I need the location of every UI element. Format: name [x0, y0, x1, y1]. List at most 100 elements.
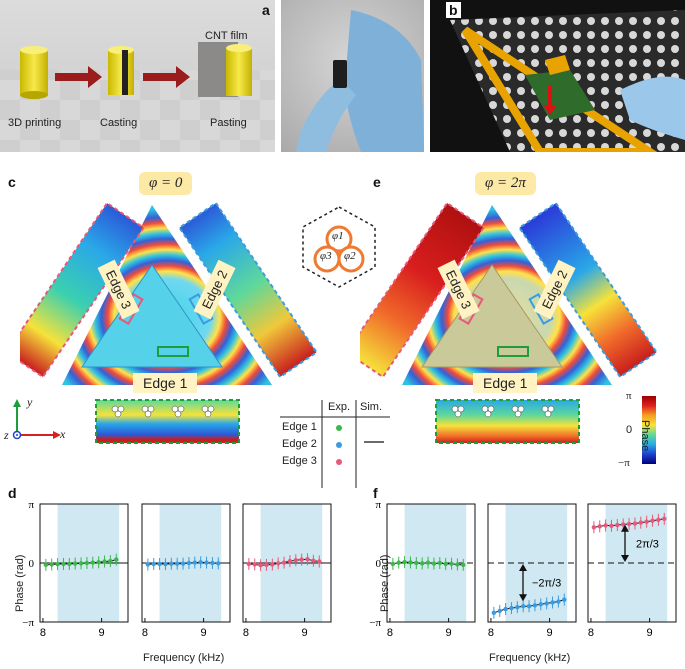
- x-tick-label: 9: [99, 627, 105, 639]
- colorbar-title: Phase: [639, 420, 651, 452]
- data-point: [264, 562, 269, 568]
- panel-label-c: c: [8, 174, 16, 190]
- data-point: [163, 561, 168, 567]
- data-point: [544, 601, 549, 606]
- legend-col-sim: Sim.: [360, 401, 382, 413]
- panel-label-e: e: [373, 174, 381, 190]
- data-point: [461, 562, 466, 568]
- data-point: [591, 525, 597, 530]
- data-point: [526, 604, 532, 609]
- data-point: [317, 559, 322, 564]
- axis-x-label: x: [60, 427, 66, 441]
- panel-e-field-maps: [360, 201, 658, 444]
- data-point: [186, 560, 192, 566]
- data-point: [621, 522, 626, 527]
- legend-row-edge1: Edge 1: [282, 421, 317, 433]
- data-point: [390, 561, 396, 567]
- xlabel-f: Frequency (kHz): [489, 652, 571, 664]
- phi1-label: φ1: [332, 230, 344, 242]
- data-point: [311, 558, 316, 563]
- legend-row-edge3: Edge 3: [282, 455, 317, 467]
- data-point: [78, 561, 84, 566]
- data-point: [73, 561, 78, 566]
- data-point: [216, 561, 221, 566]
- y-tick-label: π: [375, 499, 381, 511]
- unit-cell-diagram: [302, 206, 376, 288]
- legend-col-exp: Exp.: [328, 401, 351, 413]
- data-point: [503, 606, 508, 612]
- panel-label-a: a: [262, 2, 270, 18]
- xlabel-d: Frequency (kHz): [143, 652, 225, 664]
- fabrication-steps-illustration: [0, 42, 275, 152]
- x-tick-label: 9: [647, 627, 653, 639]
- data-point: [270, 562, 275, 567]
- data-point: [550, 600, 555, 605]
- data-point: [396, 560, 401, 565]
- gloved-hand-image: [296, 10, 424, 152]
- experimental-setup-image: [450, 10, 685, 152]
- data-point: [287, 558, 293, 564]
- data-point: [491, 610, 497, 615]
- phi3-label: φ3: [320, 250, 332, 262]
- axis-z-label: z: [4, 428, 9, 442]
- coordinate-axes: [12, 399, 61, 440]
- phase-colorbar: [642, 396, 656, 464]
- data-point: [192, 560, 197, 565]
- x-tick-label: 8: [40, 627, 46, 639]
- edge1-label-e: Edge 1: [473, 373, 538, 393]
- data-point: [615, 522, 620, 528]
- y-tick-label: 0: [376, 558, 382, 570]
- data-point: [114, 557, 119, 562]
- phi2-label: φ2: [344, 250, 356, 262]
- data-point: [90, 560, 96, 565]
- data-point: [515, 604, 520, 610]
- data-point: [175, 561, 180, 566]
- data-point: [204, 560, 209, 565]
- data-point: [662, 516, 667, 522]
- data-point: [305, 557, 310, 562]
- arrowhead: [519, 594, 527, 602]
- data-point: [210, 560, 215, 566]
- arrowhead: [621, 524, 629, 532]
- step-casting-label: Casting: [100, 117, 138, 129]
- colorbar-bottom-label: −π: [618, 457, 630, 469]
- data-point: [102, 559, 107, 564]
- step-pasting-label: Pasting: [210, 117, 247, 129]
- data-point: [252, 562, 257, 567]
- data-point: [157, 561, 162, 567]
- x-tick-label: 8: [588, 627, 594, 639]
- data-point: [532, 603, 538, 608]
- y-tick-label: 0: [29, 558, 35, 570]
- edge1-label-c: Edge 1: [133, 373, 198, 393]
- x-tick-label: 9: [446, 627, 452, 639]
- x-tick-label: 9: [201, 627, 207, 639]
- data-point: [455, 562, 460, 567]
- data-point: [650, 518, 655, 523]
- data-point: [84, 560, 90, 566]
- x-tick-label: 9: [302, 627, 308, 639]
- data-point: [603, 523, 608, 528]
- panel-c-field-maps: [20, 201, 318, 444]
- panel-label-f: f: [373, 485, 378, 501]
- data-point: [402, 559, 407, 565]
- data-point: [437, 560, 442, 566]
- legend-table: Exp. Sim. Edge 1 Edge 2 Edge 3: [280, 400, 390, 488]
- data-point: [299, 557, 304, 562]
- data-point: [293, 557, 298, 563]
- x-tick-label: 8: [142, 627, 148, 639]
- data-point: [538, 602, 543, 607]
- data-point: [246, 561, 252, 567]
- data-point: [198, 560, 203, 565]
- panel-label-b: b: [446, 2, 461, 18]
- x-tick-label: 9: [547, 627, 553, 639]
- arrowhead: [519, 564, 527, 571]
- data-point: [644, 519, 649, 524]
- data-point: [55, 561, 60, 567]
- data-point: [638, 520, 643, 525]
- phi-zero-tag: φ = 0: [139, 172, 193, 195]
- x-tick-label: 8: [243, 627, 249, 639]
- colorbar-top-label: π: [626, 390, 632, 402]
- data-point: [281, 560, 287, 565]
- y-tick-label: π: [28, 499, 34, 511]
